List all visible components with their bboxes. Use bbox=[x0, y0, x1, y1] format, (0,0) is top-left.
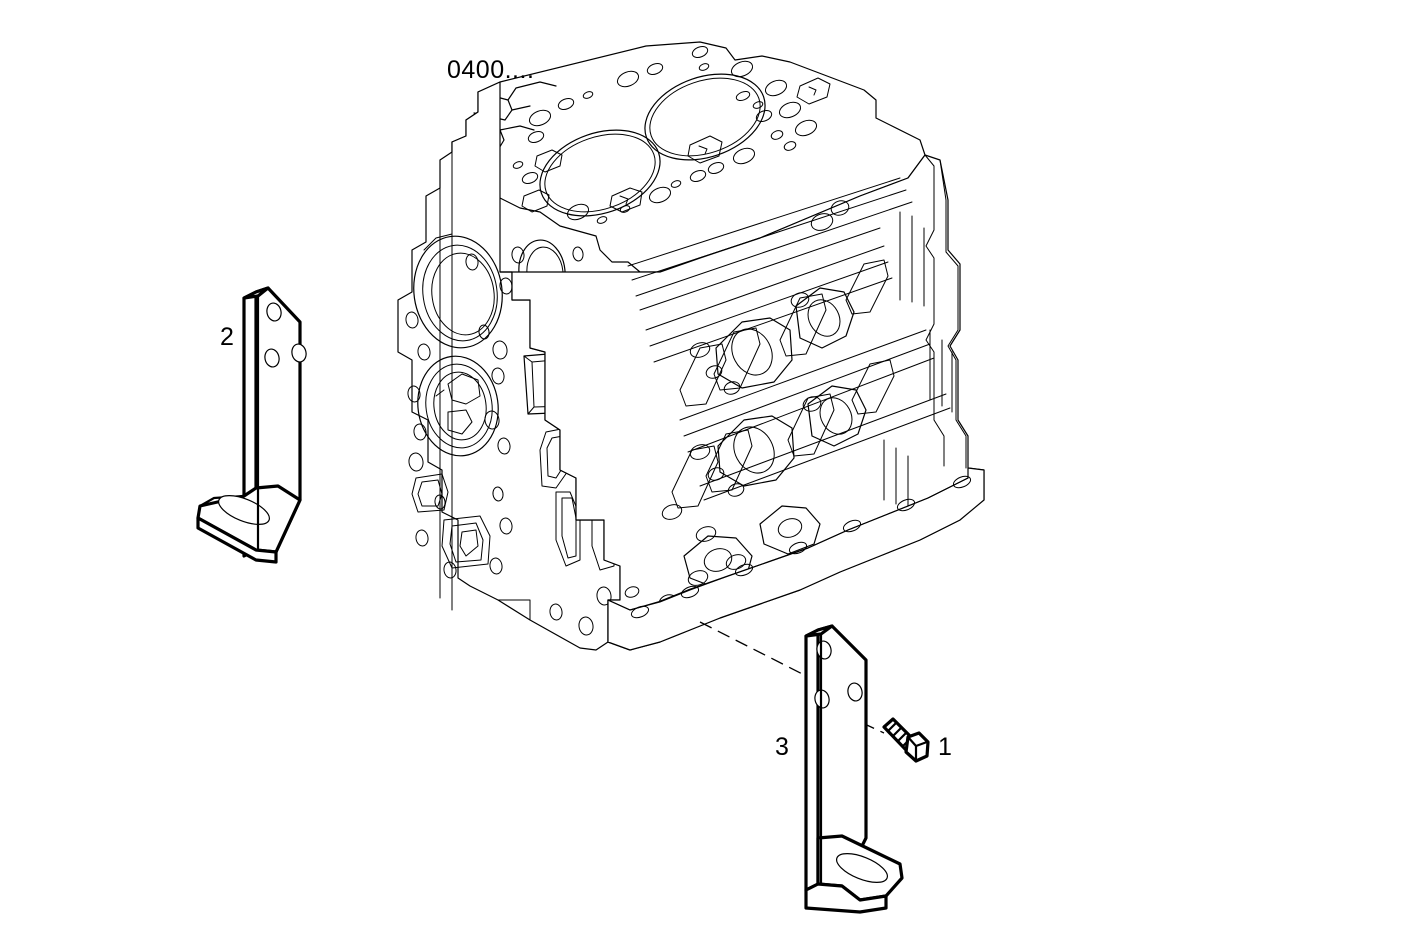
callout-3: 3 bbox=[775, 733, 789, 761]
part-angle-bracket-right bbox=[804, 624, 904, 914]
callout-2: 2 bbox=[220, 323, 234, 351]
callout-1: 1 bbox=[938, 733, 952, 761]
reference-number-label: 0400.... bbox=[447, 56, 535, 84]
block-lower-skirt bbox=[575, 477, 621, 601]
block-deck-face bbox=[451, 41, 926, 273]
part-angle-bracket-left bbox=[196, 286, 307, 564]
engine-cylinder-block bbox=[397, 41, 985, 651]
leader-block-to-bracket3 bbox=[699, 621, 829, 688]
part-hex-head-bolt bbox=[882, 717, 930, 763]
block-oil-pan-rail bbox=[607, 467, 985, 651]
